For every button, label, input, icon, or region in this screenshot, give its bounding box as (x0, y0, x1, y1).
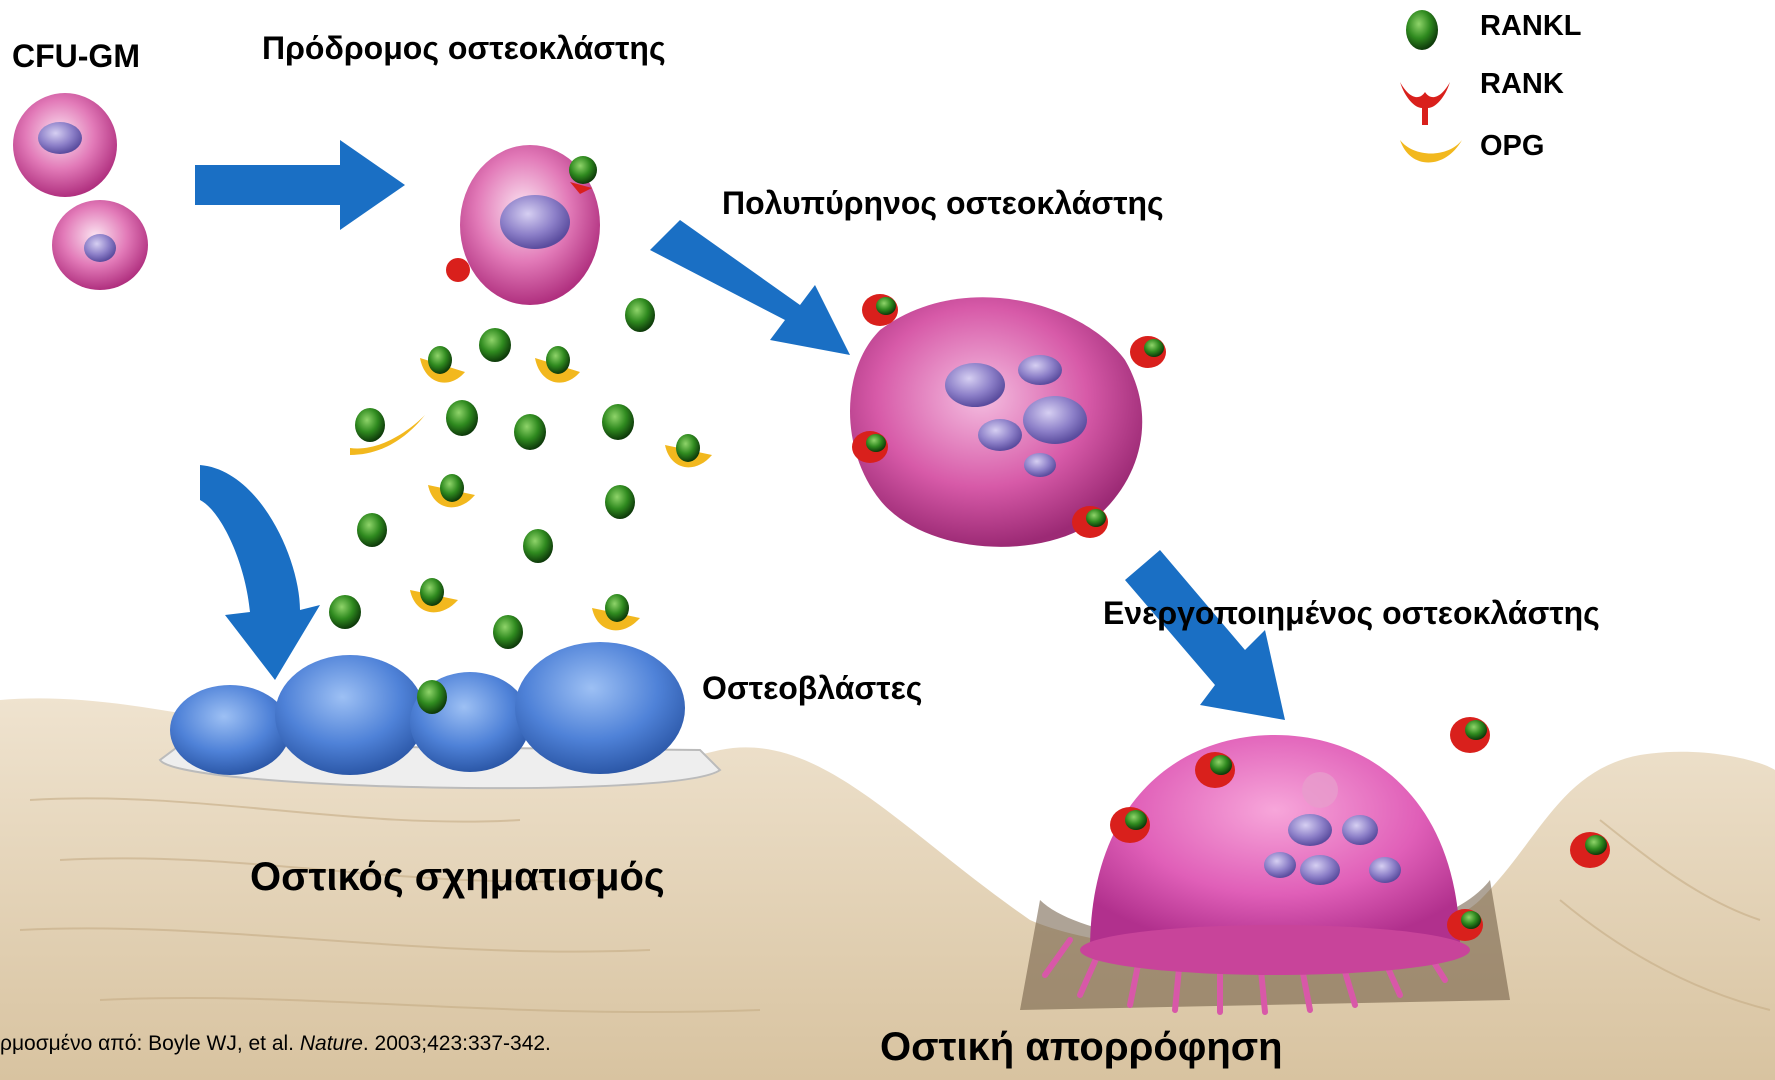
citation-journal: Nature (300, 1032, 363, 1055)
citation-prefix: ρμοσμένο από: Boyle WJ, et al. (0, 1032, 300, 1055)
multinucleated-osteoclast-label: Πολυπύρηνος οστεοκλάστης (722, 185, 1164, 222)
osteoblasts-label: Οστεοβλάστες (702, 670, 922, 707)
legend-rankl: RANKL (1450, 10, 1582, 43)
legend-rank-icon (1400, 82, 1450, 125)
legend-rankl-icon (1406, 10, 1438, 50)
arrow-multinucleated-to-activated (1125, 550, 1285, 720)
arrow-precursor-to-multinucleated (650, 220, 850, 355)
legend-rankl-label: RANKL (1480, 10, 1582, 43)
multinucleated-osteoclast-cell (850, 294, 1166, 547)
precursor-osteoclast-cell (446, 145, 600, 305)
legend-opg: OPG (1450, 130, 1544, 163)
arrow-cfu-to-precursor (195, 140, 405, 230)
legend-opg-label: OPG (1480, 130, 1544, 163)
cfu-gm-cell-2 (52, 200, 148, 290)
activated-osteoclast-label: Ενεργοποιημένος οστεοκλάστης (1103, 595, 1600, 632)
precursor-osteoclast-label: Πρόδρομος οστεοκλάστης (262, 30, 666, 67)
osteoblast-group (160, 642, 720, 788)
citation: ρμοσμένο από: Boyle WJ, et al. Nature. 2… (0, 1032, 551, 1056)
opg-rankl-complexes (350, 346, 712, 630)
cfu-gm-cell-1 (13, 93, 117, 197)
bone-resorption-label: Οστική απορρόφηση (880, 1025, 1283, 1070)
arrow-to-osteoblasts (200, 465, 320, 680)
legend-rank-label: RANK (1480, 68, 1564, 101)
citation-suffix: . 2003;423:337-342. (363, 1032, 551, 1055)
cfu-gm-label: CFU-GM (12, 38, 140, 75)
legend-rank: RANK (1450, 68, 1564, 101)
bone-formation-label: Οστικός σχηματισμός (250, 855, 665, 900)
